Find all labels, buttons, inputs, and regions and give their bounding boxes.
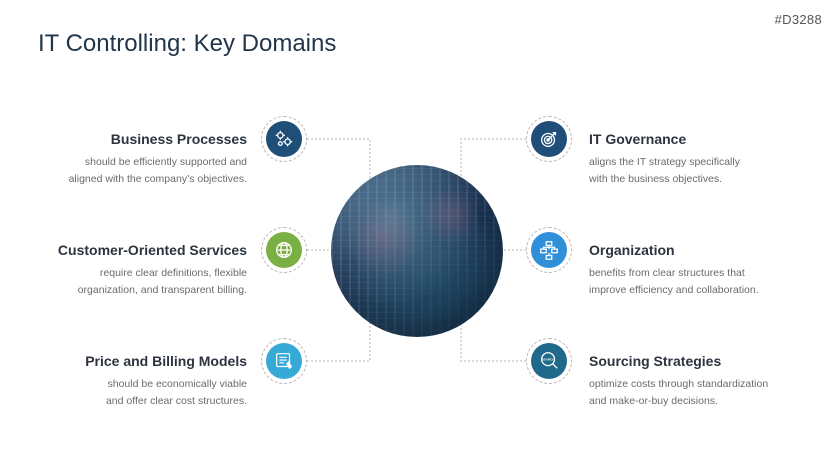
item-title: IT Governance — [589, 131, 687, 147]
connector-sourcing — [460, 312, 526, 362]
item-title: Price and Billing Models — [85, 353, 247, 369]
item-it-governance: IT Governance aligns the IT strategy spe… — [589, 131, 819, 188]
item-title: Business Processes — [110, 131, 247, 147]
item-description: should be economically viable and offer … — [105, 378, 247, 407]
item-description: should be efficiently supported and alig… — [68, 156, 247, 185]
slide-id: #D3288 — [774, 12, 822, 27]
organization-icon-ring — [526, 227, 572, 273]
central-data-sphere-image — [331, 165, 503, 337]
item-business-processes: Business Processes should be efficiently… — [17, 131, 247, 188]
it-governance-icon-ring — [526, 116, 572, 162]
item-title: Organization — [589, 242, 675, 258]
page-title: IT Controlling: Key Domains — [38, 30, 337, 57]
connector-business-processes — [307, 138, 371, 190]
item-description: optimize costs through standardization a… — [589, 378, 769, 407]
search-magnifier-icon: SEARCH — [531, 343, 567, 379]
item-description: aligns the IT strategy specifically with… — [589, 156, 740, 185]
item-title: Sourcing Strategies — [589, 353, 722, 369]
target-icon — [531, 121, 567, 157]
item-title: Customer-Oriented Services — [57, 242, 247, 258]
gears-icon — [266, 121, 302, 157]
item-description: require clear definitions, flexible orga… — [77, 267, 247, 296]
customer-services-icon-ring — [261, 227, 307, 273]
item-sourcing-strategies: Sourcing Strategies optimize costs throu… — [589, 353, 819, 410]
connector-it-governance — [460, 138, 526, 190]
item-organization: Organization benefits from clear structu… — [589, 242, 819, 299]
org-chart-icon — [531, 232, 567, 268]
search-icon-label: SEARCH — [542, 358, 556, 362]
business-processes-icon-ring — [261, 116, 307, 162]
sourcing-icon-ring: SEARCH — [526, 338, 572, 384]
item-price-billing: Price and Billing Models should be econo… — [17, 353, 247, 410]
billing-icon — [266, 343, 302, 379]
item-description: benefits from clear structures that impr… — [589, 267, 759, 296]
price-billing-icon-ring — [261, 338, 307, 384]
globe-icon — [266, 232, 302, 268]
item-customer-services: Customer-Oriented Services require clear… — [17, 242, 247, 299]
connector-price-billing — [307, 312, 371, 362]
